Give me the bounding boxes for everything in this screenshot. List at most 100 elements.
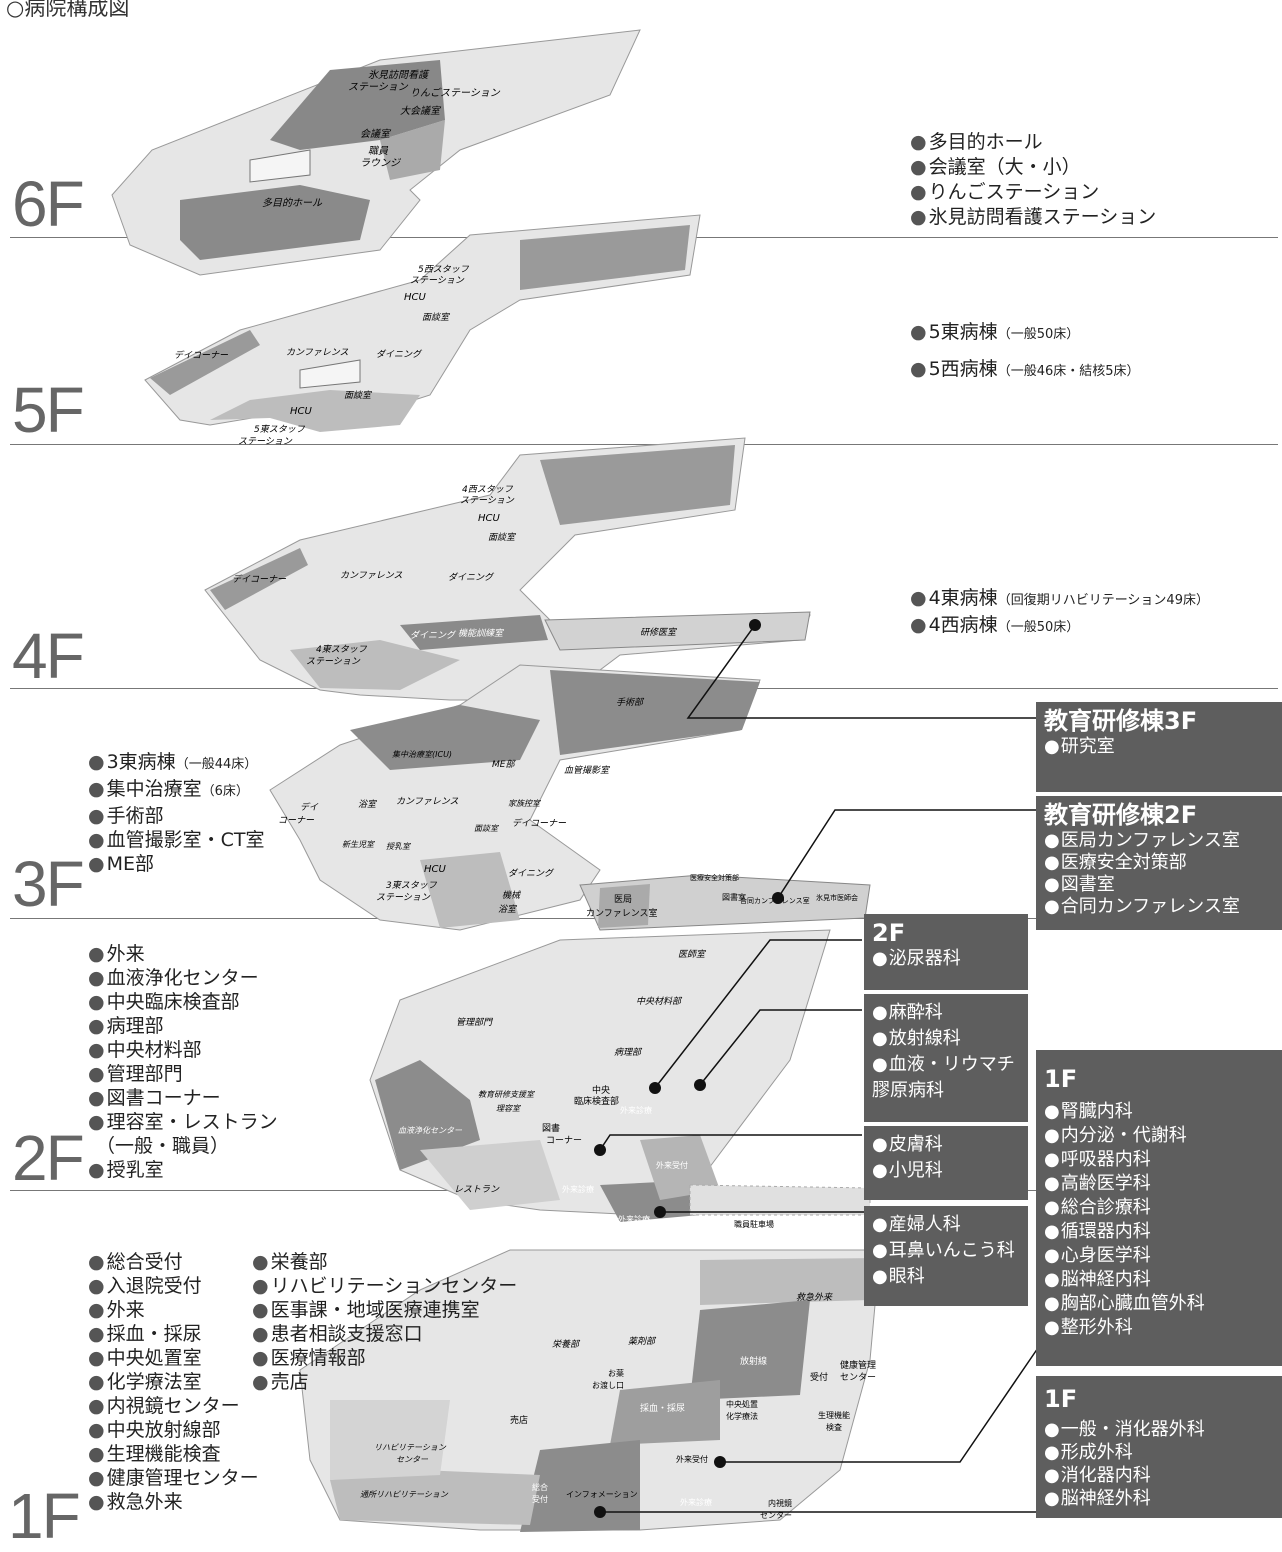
map-label: ダイニング bbox=[410, 630, 457, 641]
box-item: 呼吸器内科 bbox=[1044, 1148, 1274, 1172]
map-label: リハビリテーション bbox=[374, 1443, 447, 1452]
map-label: 浴室 bbox=[498, 904, 518, 915]
separator-5f bbox=[10, 444, 1278, 445]
list-5f: 5東病棟（一般50床） 5西病棟（一般46床・結核5床） bbox=[910, 320, 1140, 384]
map-label: 手術部 bbox=[616, 697, 645, 708]
ward-note: （一般46床・結核5床） bbox=[997, 364, 1140, 379]
map-label: りんごステーション bbox=[410, 87, 501, 99]
map-label: ラウンジ bbox=[360, 157, 402, 169]
map-label: ステーション bbox=[348, 82, 409, 93]
map-label: 受付 bbox=[810, 1371, 828, 1383]
map-label: 氷見訪問看護 bbox=[368, 69, 430, 81]
list-item: 患者相談支援窓口 bbox=[252, 1322, 517, 1346]
box-heading: 1F bbox=[1044, 1385, 1078, 1413]
map-label: ダイニング bbox=[508, 868, 555, 879]
map-label: 浴室 bbox=[358, 799, 378, 810]
list-item: 健康管理センター bbox=[88, 1466, 259, 1490]
map-label: 栄養部 bbox=[552, 1339, 581, 1350]
dept-note: （6床） bbox=[201, 784, 249, 799]
floor-label-6f: 6F bbox=[12, 168, 85, 240]
box-item: 耳鼻いんこう科 bbox=[872, 1238, 1020, 1264]
map-label: 機能訓練室 bbox=[458, 628, 505, 639]
dept-name: 集中治療室 bbox=[106, 778, 202, 800]
ward-name: 5西病棟 bbox=[928, 358, 998, 380]
floor-label-1f: 1F bbox=[8, 1480, 81, 1552]
list-item: 集中治療室（6床） bbox=[88, 777, 264, 804]
box-heading: 2F bbox=[872, 919, 906, 947]
map-label: 放射線 bbox=[740, 1355, 767, 1367]
map-label: 化学療法 bbox=[726, 1411, 758, 1421]
list-item: 生理機能検査 bbox=[88, 1442, 259, 1466]
ward-note: （一般50床） bbox=[997, 327, 1080, 342]
list-item: 外来 bbox=[88, 942, 278, 966]
box-item: 消化器内科 bbox=[1044, 1464, 1274, 1487]
list-item: 救急外来 bbox=[88, 1490, 259, 1514]
connector-dots bbox=[594, 619, 784, 1518]
map-label: 5東スタッフ bbox=[254, 424, 306, 435]
list-item: 多目的ホール bbox=[910, 130, 1156, 155]
map-label: デイコーナー bbox=[232, 574, 287, 585]
list-item: ME部 bbox=[88, 852, 264, 876]
list-4f: 4東病棟（回復期リハビリテーション49床） 4西病棟（一般50床） bbox=[910, 586, 1209, 640]
box-heading: 教育研修棟2F bbox=[1044, 801, 1198, 829]
box-heading: 1F bbox=[1044, 1065, 1078, 1093]
map-label: 面談室 bbox=[422, 312, 451, 323]
map-label: ステーション bbox=[460, 496, 515, 506]
map-label: 機械 bbox=[502, 890, 522, 901]
box-item: 胸部心臓血管外科 bbox=[1044, 1292, 1274, 1316]
list-item: 売店 bbox=[252, 1370, 517, 1394]
map-label: 職員 bbox=[368, 145, 389, 157]
map-label: HCU bbox=[424, 864, 447, 875]
list-item: 血液浄化センター bbox=[88, 966, 278, 990]
list-item: 栄養部 bbox=[252, 1250, 517, 1274]
map-label: カンファレンス bbox=[396, 796, 459, 807]
box-heading: 教育研修棟3F bbox=[1044, 707, 1198, 735]
box-item: 図書室 bbox=[1044, 874, 1274, 896]
floor-label-2f: 2F bbox=[12, 1122, 85, 1194]
list-item: 内視鏡センター bbox=[88, 1394, 259, 1418]
list-item: 中央材料部 bbox=[88, 1038, 278, 1062]
box-item: 脳神経内科 bbox=[1044, 1268, 1274, 1292]
list-6f: 多目的ホール 会議室（大・小） りんごステーション 氷見訪問看護ステーション bbox=[910, 130, 1157, 230]
map-label: ステーション bbox=[410, 276, 465, 286]
list-item: 採血・採尿 bbox=[88, 1322, 259, 1346]
map-label: 外来診療 bbox=[680, 1497, 712, 1507]
box-item: 研究室 bbox=[1044, 736, 1274, 758]
map-label: コーナー bbox=[278, 816, 315, 826]
map-label: 授乳室 bbox=[386, 842, 411, 851]
list-item: 中央放射線部 bbox=[88, 1418, 259, 1442]
list-item: 総合受付 bbox=[88, 1250, 259, 1274]
list-item: 理容室・レストラン bbox=[88, 1110, 278, 1134]
list-item-note: （一般・職員） bbox=[96, 1135, 230, 1157]
map-label: 臨床検査部 bbox=[574, 1095, 619, 1107]
map-label: 会議室 bbox=[360, 128, 392, 140]
box-item: 血液・リウマチ膠原病科 bbox=[872, 1052, 1020, 1104]
box-2f-urology: 2F 泌尿器科 bbox=[864, 914, 1028, 990]
dept-name: 血管撮影室・CT室 bbox=[106, 829, 265, 851]
map-label: センター bbox=[760, 1511, 792, 1520]
box-edu-3f: 教育研修棟3F 研究室 bbox=[1036, 702, 1282, 792]
map-label: ステーション bbox=[306, 657, 361, 667]
map-label: HCU bbox=[478, 513, 501, 524]
map-label: 研修医室 bbox=[640, 627, 678, 638]
map-label: 生理機能 bbox=[818, 1410, 850, 1420]
map-label: 総合 bbox=[532, 1482, 548, 1492]
ward-name: 5東病棟 bbox=[928, 321, 998, 343]
map-label: 中央 bbox=[592, 1084, 610, 1096]
map-label: HCU bbox=[404, 292, 427, 303]
box-item: 心身医学科 bbox=[1044, 1244, 1274, 1268]
map-label: 検査 bbox=[826, 1422, 842, 1432]
map-label: 外来受付 bbox=[656, 1160, 688, 1170]
list-3f: 3東病棟（一般44床） 集中治療室（6床） 手術部 血管撮影室・CT室 ME部 bbox=[88, 750, 265, 876]
box-2f-c: 皮膚科 小児科 bbox=[864, 1126, 1028, 1200]
map-label: 医師室 bbox=[678, 949, 707, 960]
map-label: センター bbox=[396, 1455, 429, 1464]
list-item: 病理部 bbox=[88, 1014, 278, 1038]
map-label: 面談室 bbox=[344, 390, 373, 401]
map-label: HCU bbox=[290, 406, 313, 417]
list-item: 氷見訪問看護ステーション bbox=[910, 205, 1157, 230]
floor-label-3f: 3F bbox=[12, 848, 85, 920]
box-item: 小児科 bbox=[872, 1158, 1020, 1184]
map-label: 救急外来 bbox=[796, 1292, 833, 1303]
list-item: 4西病棟（一般50床） bbox=[910, 613, 1209, 640]
